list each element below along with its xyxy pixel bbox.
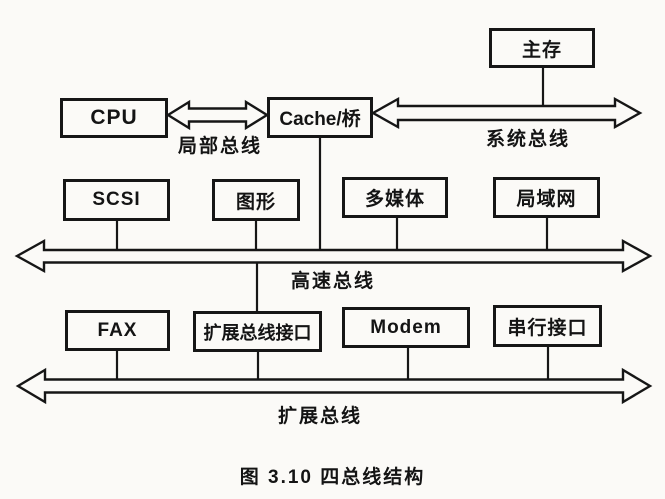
high-speed-bus-arrow [14, 238, 653, 274]
node-lan: 局域网 [493, 177, 600, 218]
system-bus-label: 系统总线 [485, 129, 570, 150]
node-multimedia: 多媒体 [342, 177, 448, 218]
node-cache-bridge-label: Cache/桥 [279, 109, 361, 130]
node-serial-interface-label: 串行接口 [507, 317, 588, 339]
node-cpu-label: CPU [90, 106, 138, 129]
node-fax: FAX [65, 310, 170, 351]
node-graphics-label: 图形 [235, 191, 276, 213]
node-cache-bridge: Cache/桥 [267, 97, 373, 138]
node-cpu: CPU [60, 98, 168, 138]
node-expansion-bus-interface-label: 扩展总线接口 [203, 322, 312, 343]
node-scsi: SCSI [63, 179, 170, 221]
node-serial-interface: 串行接口 [493, 305, 602, 347]
node-multimedia-label: 多媒体 [364, 189, 425, 210]
figure-caption: 图 3.10 四总线结构 [239, 467, 426, 488]
node-scsi-label: SCSI [92, 189, 141, 210]
node-main-memory: 主存 [489, 28, 595, 68]
expansion-bus-label: 扩展总线 [277, 406, 362, 427]
high-speed-bus-label: 高速总线 [290, 271, 375, 292]
node-modem: Modem [342, 307, 470, 348]
local-bus-label: 局部总线 [177, 136, 262, 157]
local-bus-arrow [165, 99, 270, 131]
node-lan-label: 局域网 [516, 189, 577, 210]
system-bus-arrow [370, 96, 643, 130]
expansion-bus-arrow [15, 367, 653, 405]
node-expansion-bus-interface: 扩展总线接口 [193, 311, 322, 352]
node-main-memory-label: 主存 [521, 39, 562, 61]
node-fax-label: FAX [97, 319, 138, 341]
node-modem-label: Modem [370, 316, 442, 338]
node-graphics: 图形 [212, 179, 300, 221]
